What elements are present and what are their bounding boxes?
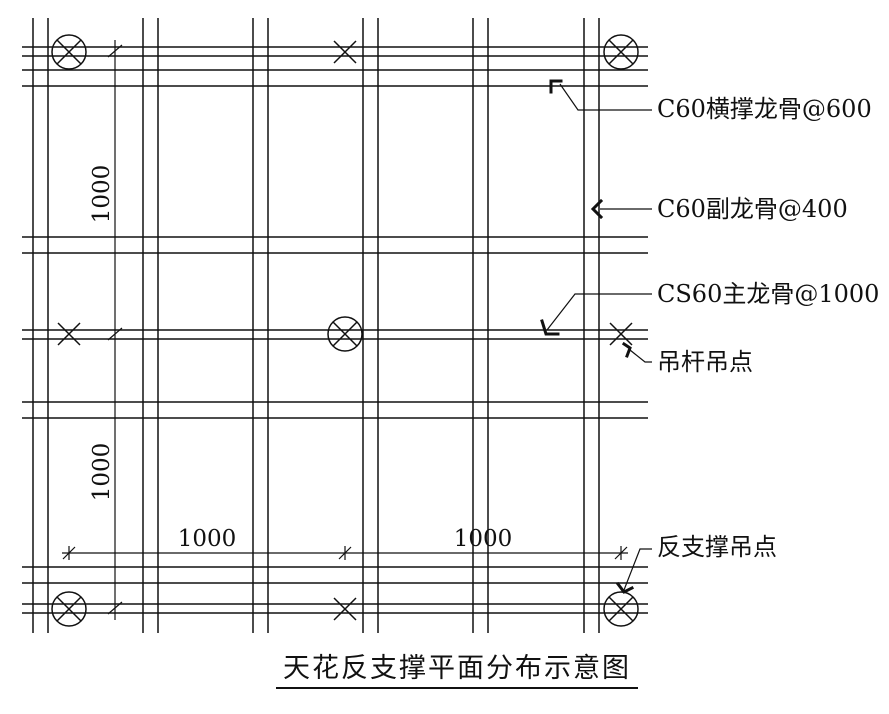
callout-main-keel bbox=[540, 293, 652, 336]
back-support-point-top-left bbox=[51, 34, 87, 70]
hanger-point-bottom-center bbox=[333, 597, 357, 621]
back-support-point-top-right bbox=[603, 34, 639, 70]
horizontal-dimension-right: 1000 bbox=[454, 526, 513, 552]
horizontal-dimension-left: 1000 bbox=[178, 526, 237, 552]
main-keel-lines bbox=[22, 46, 648, 614]
hanger-point-middle-right bbox=[609, 322, 633, 346]
callout-back-support-point bbox=[615, 548, 652, 594]
diagram-title: 天花反支撑平面分布示意图 bbox=[283, 653, 631, 684]
callout-cross-keel bbox=[549, 79, 652, 111]
vertical-dimension-chain bbox=[107, 40, 123, 620]
secondary-keel-label: C60副龙骨@400 bbox=[657, 195, 848, 223]
horizontal-dimension-chain bbox=[62, 546, 628, 560]
vertical-dimension-bottom: 1000 bbox=[89, 443, 115, 502]
cross-keel-lines bbox=[22, 69, 648, 584]
back-support-point-bottom-right bbox=[603, 591, 639, 627]
hanger-point-label: 吊杆吊点 bbox=[657, 348, 753, 376]
secondary-keel-lines bbox=[32, 18, 600, 633]
back-support-point-bottom-left bbox=[51, 591, 87, 627]
callout-secondary-keel bbox=[590, 198, 652, 220]
vertical-dimension-top: 1000 bbox=[89, 165, 115, 224]
cross-keel-label: C60横撑龙骨@600 bbox=[657, 95, 872, 123]
main-keel-label: CS60主龙骨@1000 bbox=[657, 280, 879, 308]
hanger-point-middle-left bbox=[57, 322, 81, 346]
hanger-point-top-center bbox=[333, 40, 357, 64]
callout-hanger-point bbox=[621, 341, 652, 363]
back-support-point-center bbox=[327, 316, 363, 352]
back-support-point-label: 反支撑吊点 bbox=[657, 533, 777, 561]
